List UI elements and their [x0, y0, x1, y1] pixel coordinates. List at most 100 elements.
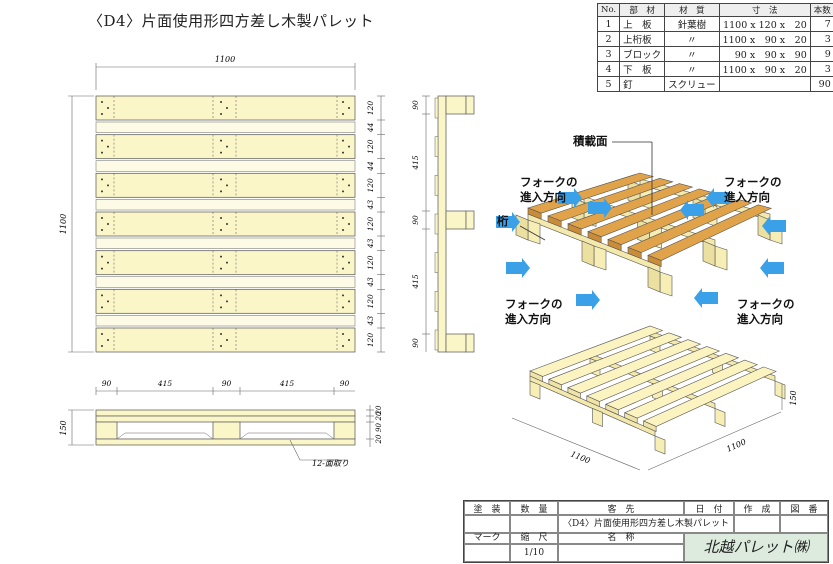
- nail-hole: [342, 178, 344, 181]
- iso-width-dim: 1100: [569, 450, 591, 466]
- nail-hole: [107, 145, 109, 148]
- fork-arrow: [558, 188, 582, 208]
- top-deck-board: [95, 250, 356, 276]
- front-block: [212, 421, 241, 440]
- side-view: [434, 95, 475, 353]
- iso-deck-board-end: [529, 370, 543, 382]
- nail-hole: [101, 113, 103, 115]
- front-top-dim-label: 90: [222, 379, 232, 388]
- iso-block-side: [581, 240, 595, 267]
- nail-hole: [220, 255, 222, 258]
- nail-hole: [342, 139, 344, 142]
- front-right-dim-label: 20: [375, 411, 383, 421]
- col-size: 寸 法: [718, 3, 811, 17]
- nail-hole: [220, 267, 222, 270]
- nail-hole: [107, 184, 109, 187]
- front-right-dim-label: 90: [375, 423, 383, 432]
- plan-dim-label: 120: [366, 139, 375, 154]
- iso-deck-board-end: [647, 254, 662, 267]
- nail-hole: [220, 151, 222, 154]
- side-board-end: [434, 136, 439, 157]
- side-board-end: [434, 291, 439, 312]
- plan-width-dim: 1100: [215, 55, 235, 64]
- tb-quantity: 数 量: [510, 501, 558, 515]
- fork-entry-label-2: フォークの 進入方向: [724, 177, 782, 204]
- front-view: [95, 409, 356, 446]
- nail-hole: [348, 145, 350, 148]
- iso-height-dim: 150: [789, 390, 798, 405]
- plan-dim-label: 120: [366, 333, 375, 348]
- nail-hole: [348, 339, 350, 341]
- iso-deck-board-end: [527, 207, 542, 220]
- tb-mark: マーク: [464, 533, 510, 544]
- side-board-end: [434, 252, 439, 273]
- side-board-end: [434, 97, 439, 119]
- nail-hole: [220, 139, 222, 142]
- iso-block: [527, 219, 541, 245]
- side-top-board: [437, 95, 447, 353]
- nail-hole: [220, 217, 222, 219]
- nail-hole: [342, 101, 344, 103]
- plan-dim-label: 120: [366, 217, 375, 232]
- iso-block-side: [647, 266, 661, 293]
- iso-block-side: [702, 240, 716, 267]
- side-block: [445, 95, 467, 115]
- nail-hole: [101, 229, 103, 231]
- iso-block: [659, 271, 673, 297]
- side-dim-label: 90: [411, 338, 420, 348]
- plan-dim-label: 120: [366, 178, 375, 193]
- nail-hole: [348, 107, 350, 109]
- plan-dim-label: 120: [366, 255, 375, 270]
- front-top-dim-label: 415: [279, 379, 295, 388]
- nail-hole: [342, 267, 344, 270]
- nail-hole: [342, 113, 344, 115]
- stringer-board-visible: [95, 276, 356, 288]
- nail-hole: [226, 184, 228, 187]
- iso-deck-board-end: [624, 412, 638, 424]
- iso-deck-board-end: [548, 378, 562, 391]
- tb-scale: 1/10: [510, 544, 558, 562]
- drawing-title: 〈D4〉片面使用形四方差し木製パレット: [88, 12, 375, 30]
- nail-hole: [342, 306, 344, 309]
- nail-hole: [107, 261, 109, 264]
- side-bottom-board: [465, 210, 475, 230]
- nail-hole: [220, 113, 222, 115]
- side-dim-label: 90: [411, 100, 420, 110]
- title-block: 塗 装 数 量 客 先 日 付 作 成 図 番 〈D4〉片面使用形四方差し木製パ…: [463, 500, 829, 563]
- plan-dim-label: 44: [366, 161, 375, 172]
- front-top-board: [95, 409, 356, 417]
- front-top-dim-label: 90: [102, 379, 112, 388]
- plan-dim-label: 43: [366, 238, 375, 249]
- fork-arrow: [576, 290, 600, 310]
- plan-dim-label: 43: [366, 200, 375, 211]
- side-block: [445, 333, 467, 353]
- nail-hole: [101, 345, 103, 347]
- fork-arrow: [588, 198, 612, 218]
- fork-entry-label-1: フォークの 進入方向: [520, 177, 578, 204]
- iso-deck-board-end: [627, 246, 642, 260]
- iso-block: [774, 380, 786, 400]
- nail-hole: [348, 300, 350, 303]
- nail-hole: [342, 151, 344, 154]
- fork-arrow: [762, 216, 786, 236]
- nail-hole: [101, 190, 103, 193]
- nail-hole: [342, 229, 344, 231]
- nail-hole: [226, 339, 228, 341]
- iso-block: [714, 408, 726, 427]
- side-dim-label: 415: [411, 155, 420, 171]
- plan-dim-label: 120: [366, 294, 375, 309]
- plan-dim-label: 43: [366, 277, 375, 288]
- top-deck-board: [95, 288, 356, 314]
- stringer-board-visible: [95, 160, 356, 172]
- nail-hole: [107, 339, 109, 341]
- tb-name-row: 〈D4〉片面使用形四方差し木製パレット: [558, 515, 734, 533]
- nail-hole: [226, 300, 228, 303]
- side-bottom-board: [465, 333, 475, 353]
- front-right-dim-label: 20: [375, 434, 383, 444]
- iso-block: [529, 380, 541, 400]
- front-bottom-board: [95, 438, 356, 446]
- iso-deck-board-end: [567, 387, 581, 399]
